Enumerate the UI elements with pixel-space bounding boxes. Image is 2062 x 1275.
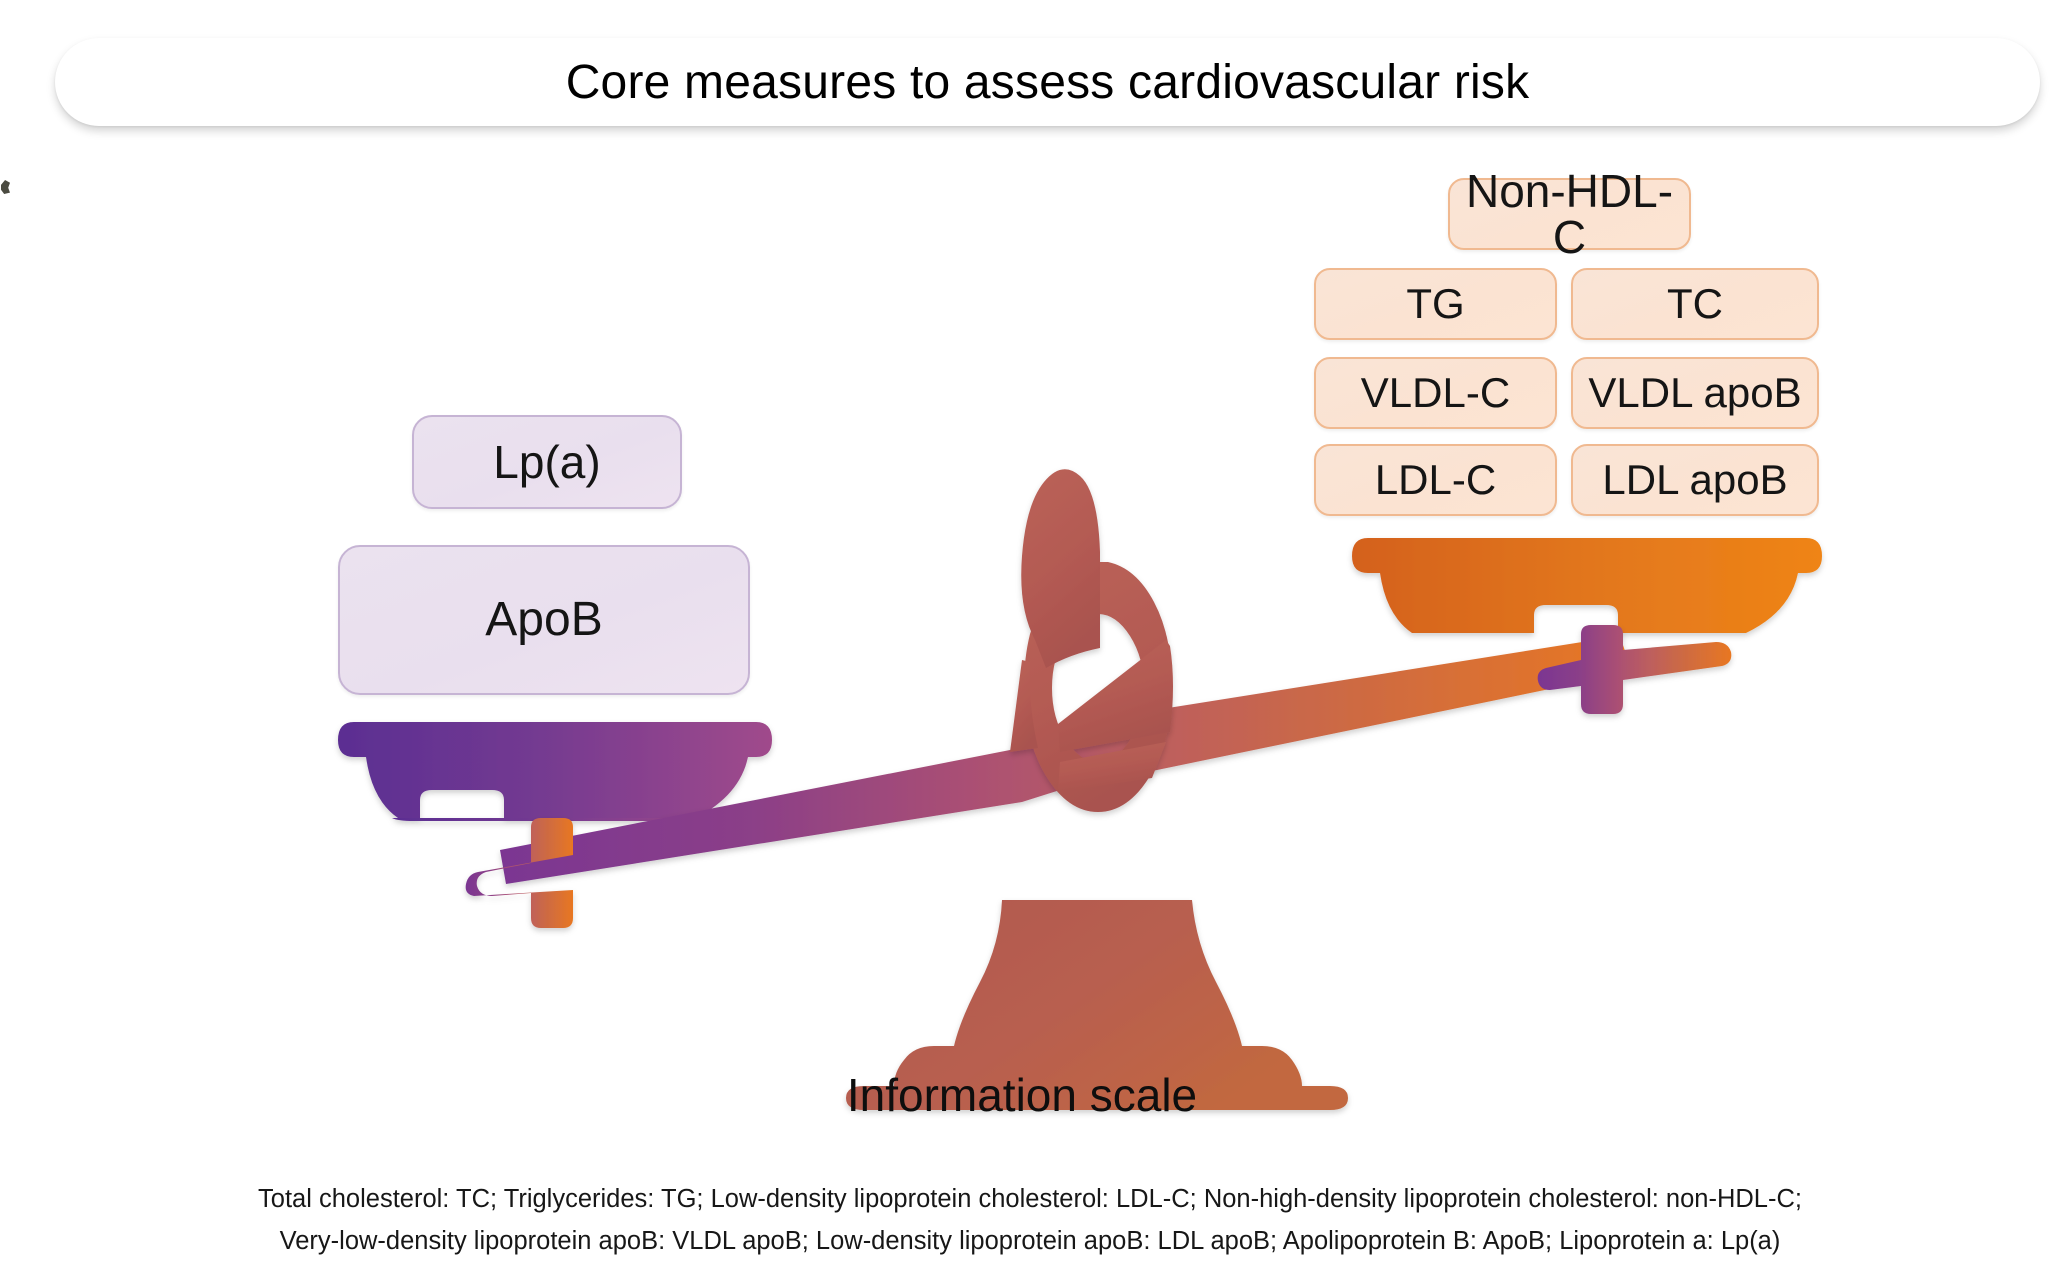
measure-chip-non-hdl-c[interactable]: Non-HDL-C bbox=[1448, 168, 1691, 260]
scale-caption: Information scale bbox=[0, 1068, 2062, 1122]
measure-chip-tg[interactable]: TG bbox=[1314, 268, 1557, 340]
right-pan-bowl bbox=[1352, 538, 1822, 633]
measure-chip-ldl-apob[interactable]: LDL apoB bbox=[1571, 444, 1819, 516]
scale-caption-text: Information scale bbox=[846, 1069, 1198, 1121]
edge-artifact-mark bbox=[1, 180, 10, 194]
measure-chip-lpa[interactable]: Lp(a) bbox=[412, 415, 682, 509]
measure-chip-ldl-c[interactable]: LDL-C bbox=[1314, 444, 1557, 516]
measure-chip-tc[interactable]: TC bbox=[1571, 268, 1819, 340]
page-title: Core measures to assess cardiovascular r… bbox=[565, 55, 1530, 109]
footnote-line-2: Very-low-density lipoprotein apoB: VLDL … bbox=[279, 1227, 1781, 1255]
measure-chip-apob[interactable]: ApoB bbox=[338, 545, 750, 695]
left-pan-bowl bbox=[338, 722, 772, 821]
measure-chip-vldl-c[interactable]: VLDL-C bbox=[1314, 357, 1557, 429]
measure-chip-vldl-apob[interactable]: VLDL apoB bbox=[1571, 357, 1819, 429]
title-banner: Core measures to assess cardiovascular r… bbox=[55, 38, 2040, 126]
footnote-line-1: Total cholesterol: TC; Triglycerides: TG… bbox=[258, 1185, 1802, 1213]
footnote-abbreviations: Total cholesterol: TC; Triglycerides: TG… bbox=[120, 1178, 1940, 1262]
fulcrum-hub bbox=[1010, 469, 1173, 812]
